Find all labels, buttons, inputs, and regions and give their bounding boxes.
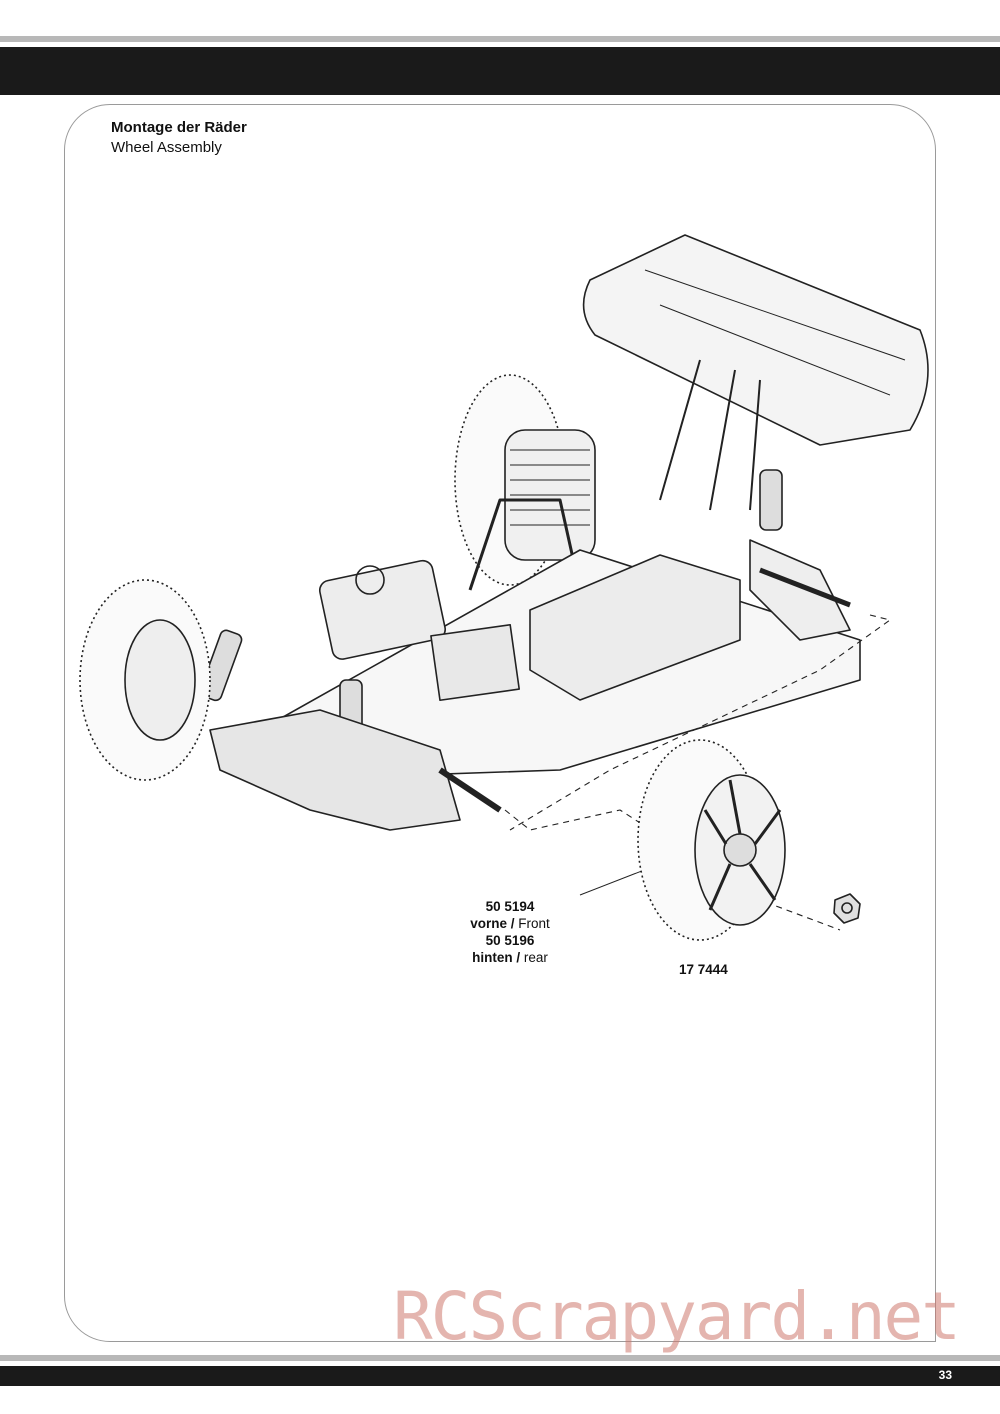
wheel-nut — [833, 893, 861, 924]
wing-mount — [659, 359, 761, 511]
page-frame — [64, 104, 936, 1342]
watermark: RCScrapyard.net — [393, 1278, 961, 1355]
section-title-english: Wheel Assembly — [111, 139, 222, 156]
wheel-part-labels: 50 5194 vorne / Front 50 5196 hinten / r… — [440, 898, 580, 966]
footer-stripe — [0, 1355, 1000, 1361]
header-bar — [0, 47, 1000, 95]
header-stripe — [0, 36, 1000, 42]
rear-axle — [759, 567, 851, 608]
section-title-german: Montage der Räder — [111, 119, 247, 136]
front-shock-left — [199, 629, 243, 702]
page-number: 33 — [938, 1368, 952, 1382]
receiver-box — [430, 623, 521, 702]
assembly-guide-rear — [509, 614, 891, 831]
rear-wheel-number: 50 5196 — [485, 933, 535, 948]
battery-box — [529, 554, 741, 701]
fuel-tank — [318, 559, 446, 660]
front-suspension-arm — [209, 709, 461, 831]
rear-label-german: hinten / — [472, 950, 521, 965]
rear-wing — [582, 234, 929, 446]
assembly-guide-front — [504, 809, 841, 931]
roll-bar — [468, 498, 582, 591]
rear-label-english: rear — [523, 950, 548, 965]
rear-suspension-arm — [749, 539, 851, 641]
buggy-exploded-drawing — [79, 234, 929, 941]
front-label-german: vorne / — [470, 916, 515, 931]
front-wheel-number: 50 5194 — [485, 899, 535, 914]
front-axle — [438, 767, 502, 813]
footer-bar — [0, 1366, 1000, 1386]
wheel-nut-number: 17 7444 — [679, 962, 728, 977]
rear-shock — [759, 469, 783, 531]
front-label-english: Front — [518, 916, 550, 931]
